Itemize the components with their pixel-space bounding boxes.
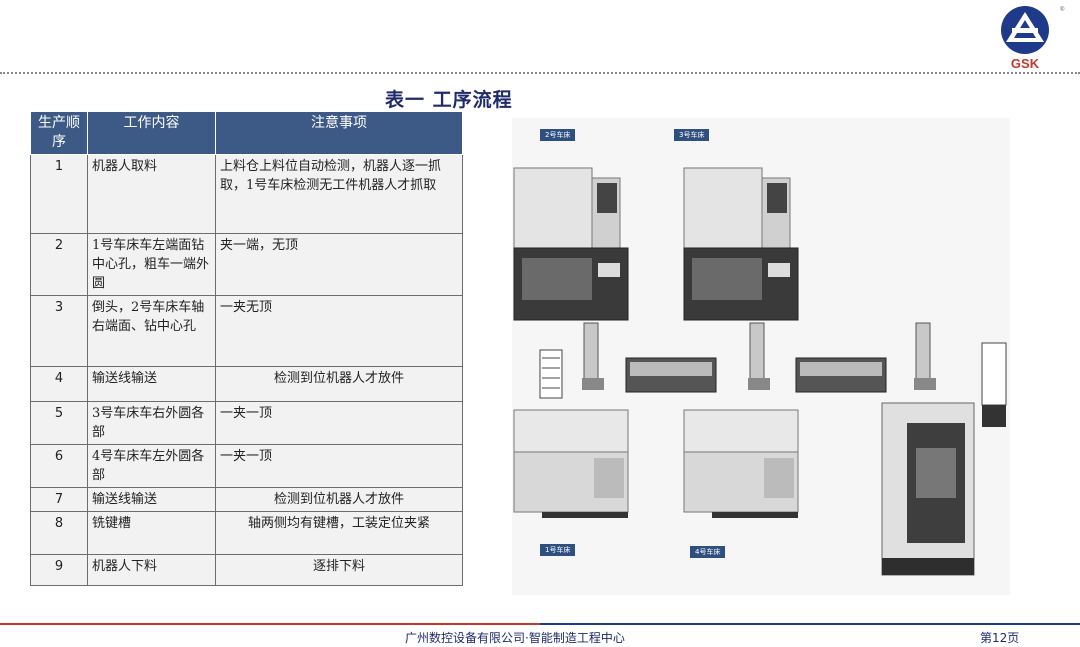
svg-text:®: ® [1060, 6, 1065, 13]
row-seq: 2 [30, 233, 88, 296]
table-row: 5 3号车床车右外圆各部 一夹一顶 [30, 401, 463, 445]
header-notes: 注意事项 [215, 111, 463, 155]
header-divider [0, 72, 1080, 74]
gsk-logo: GSK ® [1001, 6, 1065, 71]
robot-3 [914, 322, 936, 390]
row-note: 一夹一顶 [215, 401, 463, 445]
row-note: 上料仓上料位自动检测，机器人逐一抓取，1号车床检测无工件机器人才抓取 [215, 154, 463, 234]
row-note: 检测到位机器人才放件 [215, 487, 463, 512]
row-content: 机器人下料 [87, 554, 216, 586]
table-row: 8 铣键槽 轴两侧均有键槽，工装定位夹紧 [30, 511, 463, 555]
conveyor-1 [625, 357, 717, 393]
row-seq: 1 [30, 154, 88, 234]
label-lathe-4: 4号车床 [690, 546, 726, 558]
footer-divider-blue [540, 623, 1080, 625]
row-content: 输送线输送 [87, 366, 216, 402]
table-row: 7 输送线输送 检测到位机器人才放件 [30, 487, 463, 512]
robot-1 [582, 322, 604, 390]
footer-divider-red [0, 623, 540, 625]
row-note: 检测到位机器人才放件 [215, 366, 463, 402]
row-seq: 6 [30, 444, 88, 488]
row-seq: 8 [30, 511, 88, 555]
lathe-4 [683, 409, 799, 518]
loading-rack [539, 349, 563, 399]
row-seq: 7 [30, 487, 88, 512]
row-note: 一夹一顶 [215, 444, 463, 488]
row-content: 机器人取料 [87, 154, 216, 234]
table-row: 4 输送线输送 检测到位机器人才放件 [30, 366, 463, 402]
header-content: 工作内容 [87, 111, 216, 155]
row-content: 输送线输送 [87, 487, 216, 512]
page-number: 第12页 [980, 631, 1020, 645]
row-seq: 9 [30, 554, 88, 586]
label-lathe-2: 2号车床 [540, 129, 576, 141]
row-note: 一夹无顶 [215, 295, 463, 367]
row-note: 逐排下料 [215, 554, 463, 586]
row-seq: 4 [30, 366, 88, 402]
row-seq: 5 [30, 401, 88, 445]
robot-2 [748, 322, 770, 390]
lathe-3 [683, 167, 799, 321]
row-note: 夹一端，无顶 [215, 233, 463, 296]
svg-text:GSK: GSK [1011, 56, 1040, 71]
row-content: 4号车床车左外圆各部 [87, 444, 216, 488]
table-row: 6 4号车床车左外圆各部 一夹一顶 [30, 444, 463, 488]
row-content: 1号车床车左端面钻中心孔，粗车一端外圆 [87, 233, 216, 296]
row-note: 轴两侧均有键槽，工装定位夹紧 [215, 511, 463, 555]
label-lathe-1: 1号车床 [540, 544, 576, 556]
table-header-row: 生产顺序 工作内容 注意事项 [30, 111, 463, 155]
header-seq: 生产顺序 [30, 111, 88, 155]
lathe-2 [513, 167, 629, 321]
lathe-1 [513, 409, 629, 518]
footer-company: 广州数控设备有限公司·智能制造工程中心 [405, 631, 625, 645]
table-row: 9 机器人下料 逐排下料 [30, 554, 463, 586]
milling-machine [881, 402, 975, 576]
table-row: 1 机器人取料 上料仓上料位自动检测，机器人逐一抓取，1号车床检测无工件机器人才… [30, 154, 463, 234]
unloading-rack [981, 342, 1007, 427]
production-line-diagram: 2号车床 3号车床 1号车床 4号车床 [512, 118, 1010, 595]
label-lathe-3: 3号车床 [674, 129, 710, 141]
layout-drawing [512, 118, 1010, 595]
row-content: 铣键槽 [87, 511, 216, 555]
row-content: 3号车床车右外圆各部 [87, 401, 216, 445]
table-row: 3 倒头，2号车床车轴右端面、钻中心孔 一夹无顶 [30, 295, 463, 367]
row-content: 倒头，2号车床车轴右端面、钻中心孔 [87, 295, 216, 367]
page-title: 表一 工序流程 [385, 89, 513, 111]
row-seq: 3 [30, 295, 88, 367]
conveyor-2 [795, 357, 887, 393]
process-table: 生产顺序 工作内容 注意事项 1 机器人取料 上料仓上料位自动检测，机器人逐一抓… [30, 111, 463, 586]
table-row: 2 1号车床车左端面钻中心孔，粗车一端外圆 夹一端，无顶 [30, 233, 463, 296]
